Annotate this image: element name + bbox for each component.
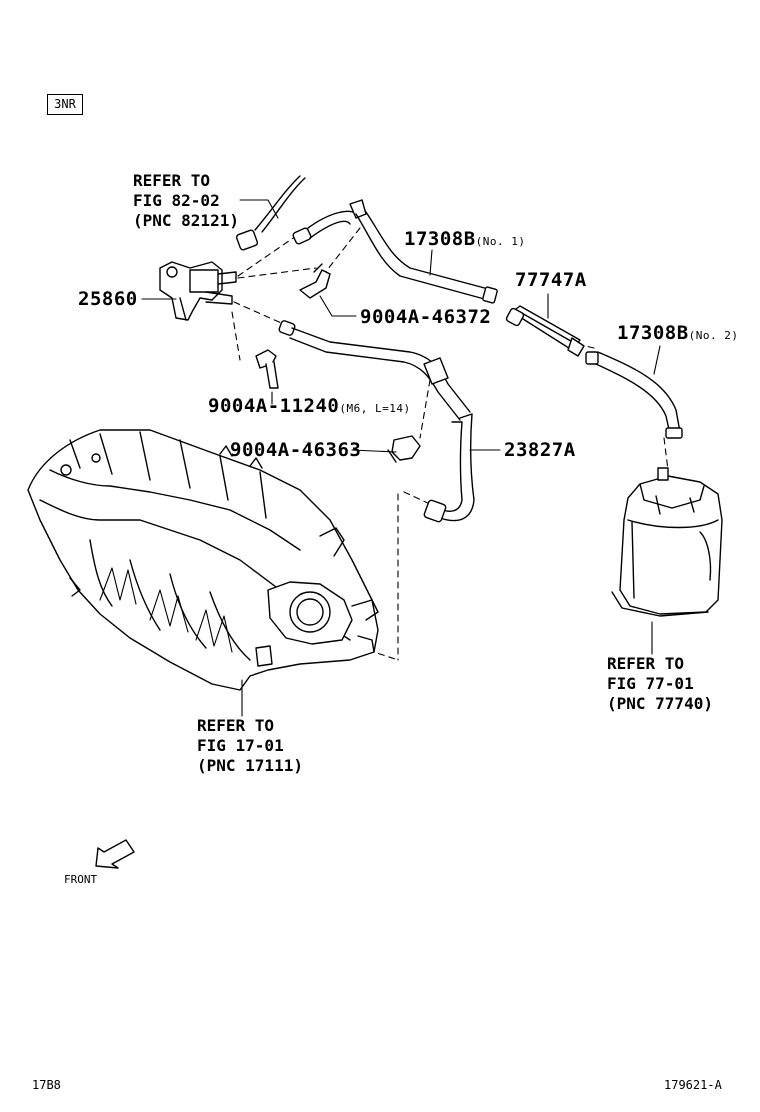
part-label-23827a[interactable]: 23827A xyxy=(504,439,576,461)
part-label-17308b-no1[interactable]: 17308B(No. 1) xyxy=(404,228,526,250)
vsv-valve[interactable] xyxy=(159,261,237,321)
ref-fig-77-01[interactable]: REFER TO FIG 77-01 (PNC 77740) xyxy=(607,654,713,713)
ref-fig-17-01[interactable]: REFER TO FIG 17-01 (PNC 17111) xyxy=(197,716,303,775)
footer-right-code: 179621-A xyxy=(664,1078,722,1092)
ref-fig-82-02[interactable]: REFER TO FIG 82-02 (PNC 82121) xyxy=(133,171,239,230)
hose-17308b-no1[interactable] xyxy=(292,199,498,304)
intake-manifold[interactable] xyxy=(27,429,379,691)
upper-hose-stub xyxy=(235,175,306,251)
engine-code-box: 3NR xyxy=(47,94,83,115)
charcoal-canister[interactable] xyxy=(611,467,723,617)
part-label-46372[interactable]: 9004A-46372 xyxy=(360,306,492,328)
hose-17308b-no2[interactable] xyxy=(585,351,683,439)
hose-23827a[interactable] xyxy=(278,320,475,523)
leader-lines xyxy=(141,199,661,717)
clip-46363[interactable] xyxy=(387,435,421,463)
bolt-11240[interactable] xyxy=(255,349,279,389)
part-label-77747a[interactable]: 77747A xyxy=(515,269,587,291)
clip-46372[interactable] xyxy=(299,263,331,299)
part-label-46363[interactable]: 9004A-46363 xyxy=(230,439,362,461)
filter-77747a[interactable] xyxy=(505,305,585,357)
part-label-17308b-no2[interactable]: 17308B(No. 2) xyxy=(617,322,739,344)
front-direction-label: FRONT xyxy=(64,873,98,886)
part-label-25860[interactable]: 25860 xyxy=(78,288,138,310)
footer-left-code: 17B8 xyxy=(32,1078,61,1092)
front-arrow-icon xyxy=(95,839,135,869)
part-label-11240[interactable]: 9004A-11240(M6, L=14) xyxy=(208,395,411,417)
